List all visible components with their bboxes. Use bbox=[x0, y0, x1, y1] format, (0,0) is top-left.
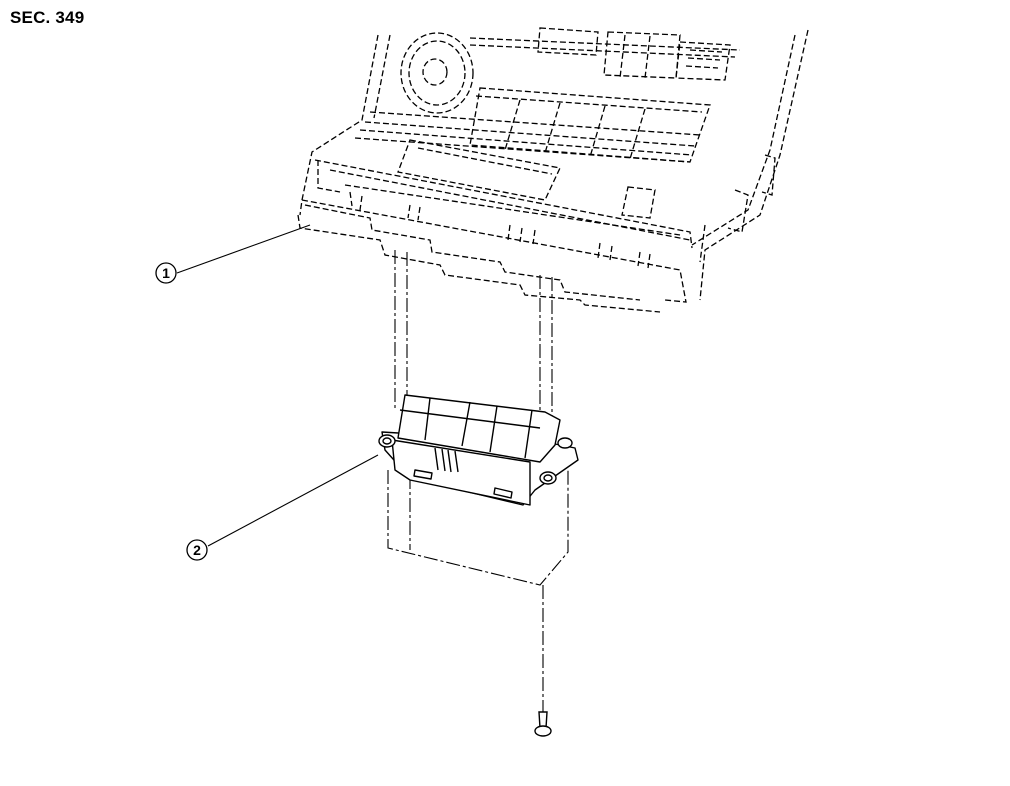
callout-1: 1 bbox=[155, 224, 311, 284]
guide-lines bbox=[387, 250, 569, 712]
screw bbox=[534, 711, 552, 737]
callout-1-number: 1 bbox=[162, 265, 170, 281]
callout-2: 2 bbox=[186, 454, 379, 561]
section-label: SEC. 349 bbox=[10, 8, 85, 27]
callout-2-number: 2 bbox=[193, 542, 201, 558]
console-trim-part bbox=[297, 27, 809, 313]
switch-assembly-part bbox=[378, 394, 579, 506]
